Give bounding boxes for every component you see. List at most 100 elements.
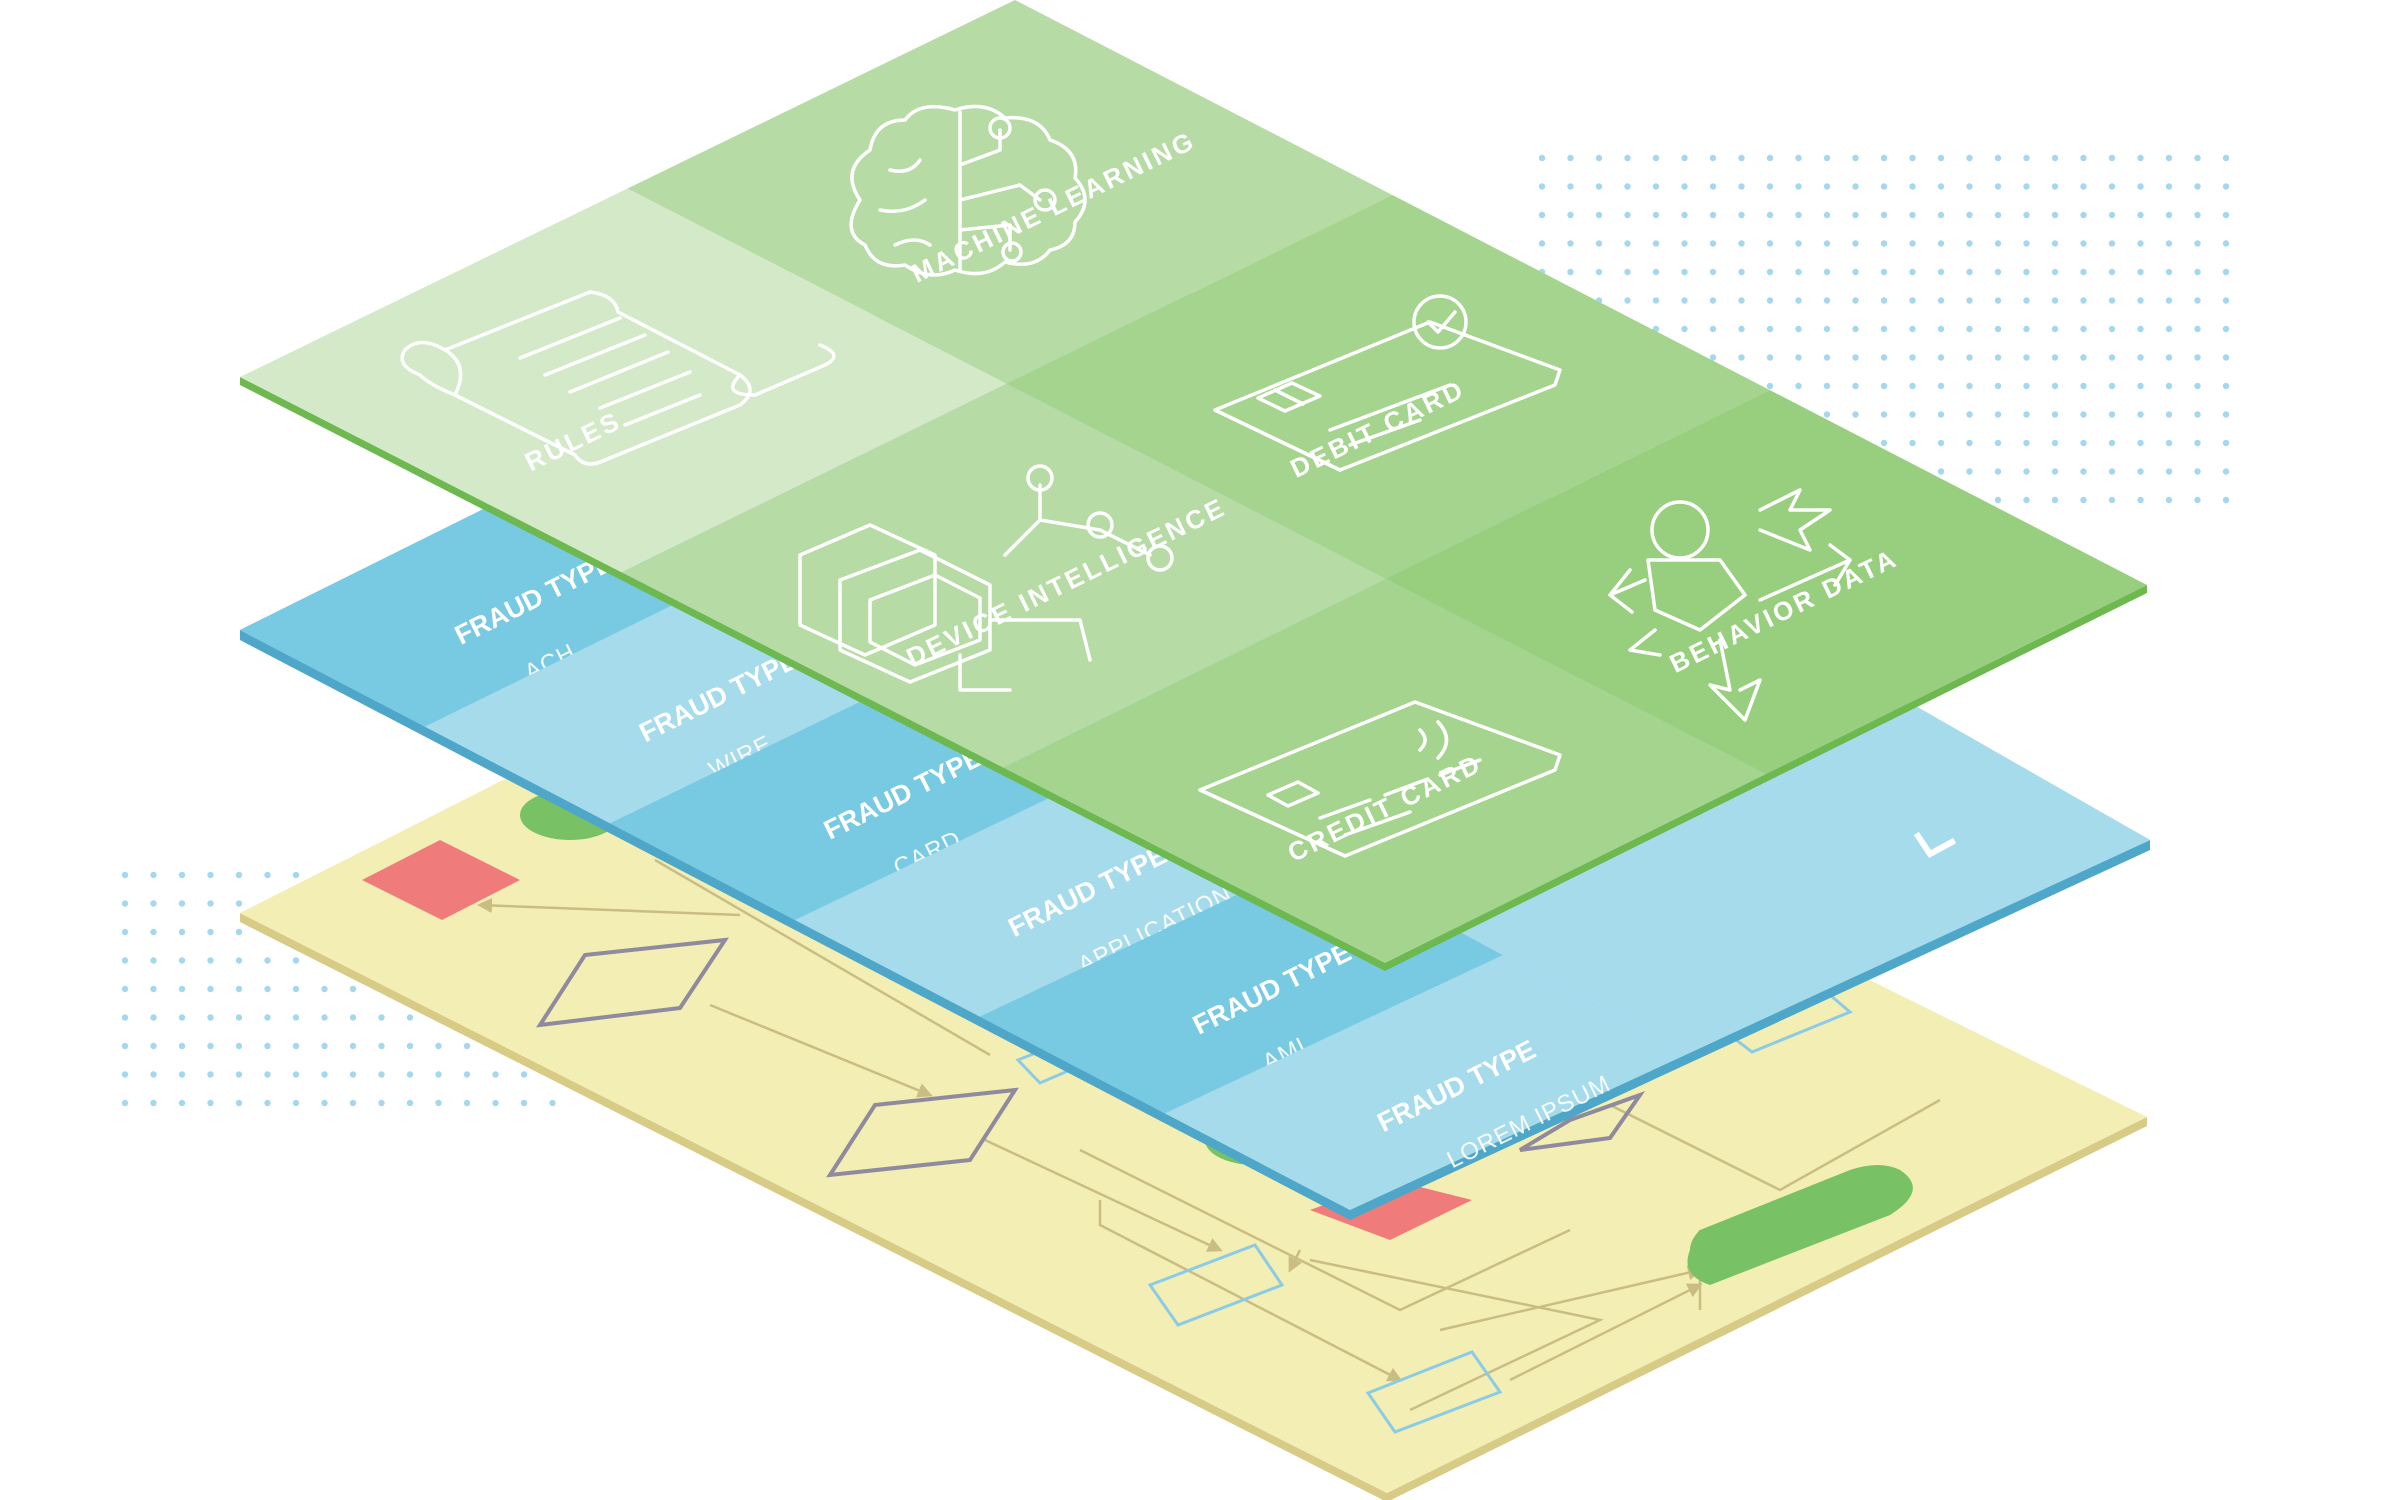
capability-tile-rules[interactable] [240, 188, 1007, 573]
behavior-arrows-icon [1608, 488, 1852, 722]
flow-step-box [1365, 1350, 1503, 1434]
dot [2194, 468, 2201, 475]
capability-tile-device-intelligence[interactable] [621, 383, 1387, 768]
dot [1681, 297, 1688, 304]
dot [1880, 154, 1888, 162]
dot [121, 1071, 129, 1078]
scroll-icon [400, 290, 836, 466]
dot [1766, 154, 1774, 162]
dot [150, 1099, 157, 1107]
dot [1994, 268, 2002, 276]
capability-tile-behavior-data[interactable] [1386, 390, 2148, 774]
dot [1994, 325, 2002, 333]
dot [463, 1071, 471, 1078]
dot [1994, 183, 2002, 190]
dot [1766, 325, 1774, 333]
dot [2108, 439, 2116, 447]
dot [2108, 382, 2116, 390]
dot [1937, 325, 1945, 333]
dot [121, 1014, 129, 1021]
dot [1994, 297, 2002, 304]
dot [378, 1014, 385, 1021]
dot [150, 985, 157, 993]
credit-card-contactless-icon [1198, 700, 1562, 858]
dot [1909, 411, 1916, 418]
dot [1538, 211, 1546, 219]
dot [1567, 268, 1574, 276]
dot [1823, 382, 1831, 390]
fraud-type-row[interactable] [1165, 955, 1686, 1210]
dot [264, 1071, 271, 1078]
dot [178, 1099, 186, 1107]
dot [2108, 354, 2116, 361]
dot [1709, 211, 1717, 219]
flow-decision-diamond [536, 937, 730, 1028]
dot [207, 1099, 214, 1107]
dot [2108, 268, 2116, 276]
dot [492, 1071, 499, 1078]
dot [235, 1014, 243, 1021]
dot [2108, 496, 2116, 504]
dot [2222, 297, 2230, 304]
dot [349, 1014, 357, 1021]
dot [1709, 154, 1717, 162]
dot [2137, 439, 2144, 447]
dot [2023, 183, 2030, 190]
dot [1595, 268, 1603, 276]
dot [121, 957, 129, 964]
dot [2165, 411, 2173, 418]
capability-tile-machine-learning[interactable] [627, 0, 1393, 384]
dot [2137, 268, 2144, 276]
dot [321, 985, 328, 993]
dot [1937, 382, 1945, 390]
dot [1994, 411, 2002, 418]
dot [2051, 411, 2059, 418]
dot [235, 1071, 243, 1078]
dot [2051, 468, 2059, 475]
dot [1966, 154, 1973, 162]
dot [2165, 325, 2173, 333]
dot [1652, 211, 1660, 219]
dot [2222, 183, 2230, 190]
dot [1538, 240, 1546, 247]
dot [2080, 354, 2087, 361]
dot [2165, 496, 2173, 504]
chevron-down-icon[interactable] [1913, 831, 1957, 858]
dot [321, 1099, 328, 1107]
dot [2108, 154, 2116, 162]
flow-step-box [1147, 1243, 1285, 1327]
dot [150, 900, 157, 907]
dot [2222, 382, 2230, 390]
flow-green-terminal [1687, 1165, 1913, 1285]
dot [2222, 468, 2230, 475]
dot [207, 985, 214, 993]
dot [1966, 325, 1973, 333]
dot [264, 1014, 271, 1021]
dot [2137, 411, 2144, 418]
dot [150, 957, 157, 964]
dot [1994, 468, 2002, 475]
dot [178, 985, 186, 993]
dot [1909, 439, 1916, 447]
capability-tile-debit-card[interactable] [1007, 195, 1770, 579]
flowchart-layer-edge [240, 913, 2147, 1500]
dot [1880, 268, 1888, 276]
fraud-type-detail-panel [1268, 604, 2150, 1055]
dot [1966, 354, 1973, 361]
dot [1937, 439, 1945, 447]
dot [1567, 154, 1574, 162]
dot [207, 1042, 214, 1050]
dot [2222, 268, 2230, 276]
dot [1709, 325, 1717, 333]
dot [235, 1042, 243, 1050]
dot [1823, 411, 1831, 418]
dot [1681, 325, 1688, 333]
capability-tile-credit-card[interactable] [1003, 578, 1766, 963]
dot [2165, 382, 2173, 390]
dot [2137, 496, 2144, 504]
dot [2051, 354, 2059, 361]
dot [1766, 354, 1774, 361]
dot [121, 928, 129, 936]
dot [292, 1014, 300, 1021]
dot [2137, 154, 2144, 162]
